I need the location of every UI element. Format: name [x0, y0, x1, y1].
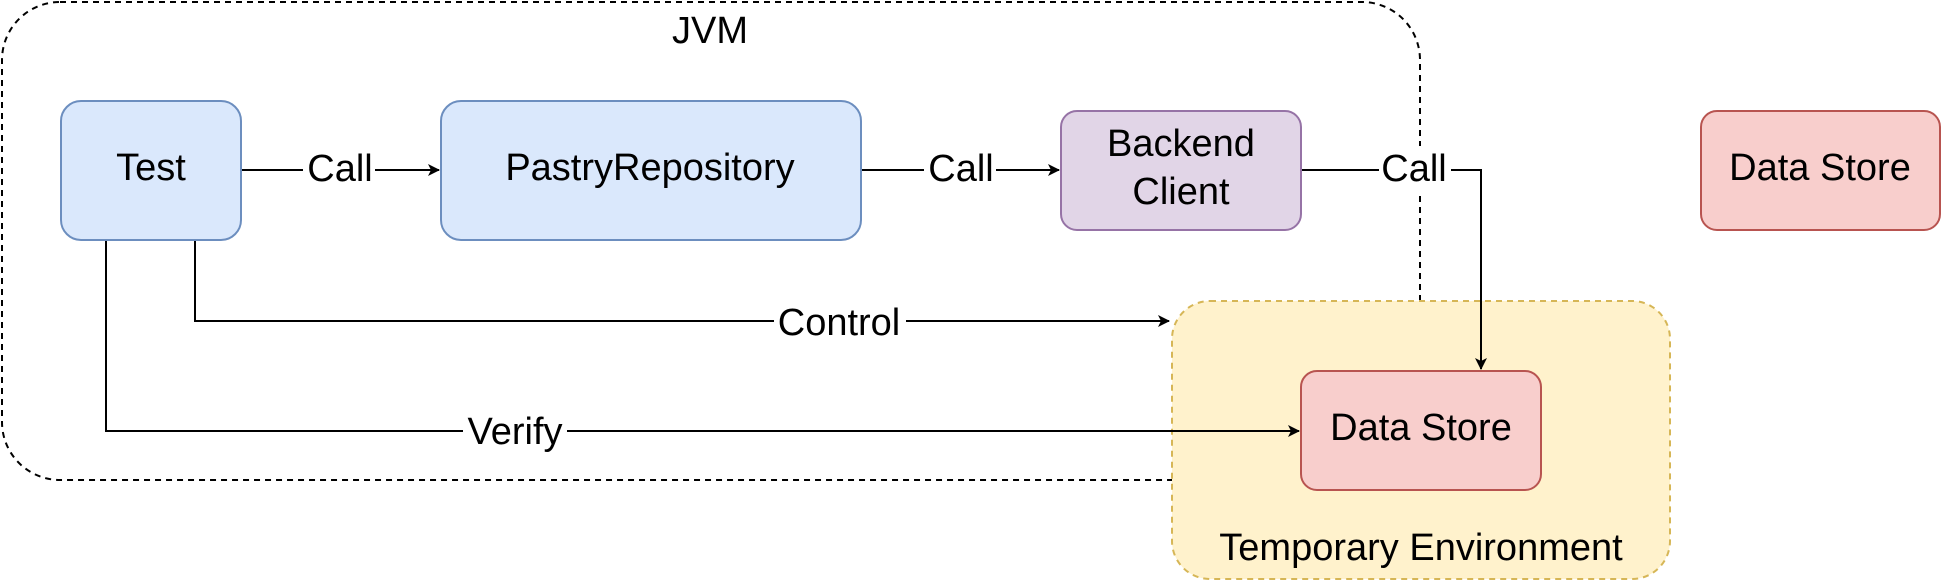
node-backend-client-line1: Backend [1107, 123, 1255, 165]
node-data-store-external: Data Store [1700, 110, 1941, 231]
node-backend-client: Backend Client [1060, 110, 1302, 231]
node-backend-client-line2: Client [1132, 171, 1230, 213]
node-data-store-temporary-label: Data Store [1330, 407, 1512, 449]
temporary-environment-label: Temporary Environment [1219, 527, 1623, 569]
node-pastry-repository: PastryRepository [440, 100, 862, 241]
edge-test-verify [105, 240, 1300, 437]
node-data-store-external-label: Data Store [1729, 147, 1911, 189]
edge-backend-client-to-data-store [1301, 169, 1487, 370]
edge-label-call-3: Call [1381, 148, 1446, 190]
node-pastry-repository-label: PastryRepository [505, 147, 794, 189]
edge-test-control [194, 240, 1170, 327]
node-test-label: Test [116, 147, 186, 189]
edge-label-control: Control [778, 302, 901, 344]
edge-label-call-2: Call [928, 148, 993, 190]
edge-label-call-1: Call [307, 148, 372, 190]
node-data-store-temporary: Data Store [1300, 370, 1542, 491]
edge-label-verify: Verify [467, 411, 562, 453]
node-test: Test [60, 100, 242, 241]
jvm-group-border [1, 1, 1421, 481]
jvm-group-label: JVM [672, 10, 748, 52]
